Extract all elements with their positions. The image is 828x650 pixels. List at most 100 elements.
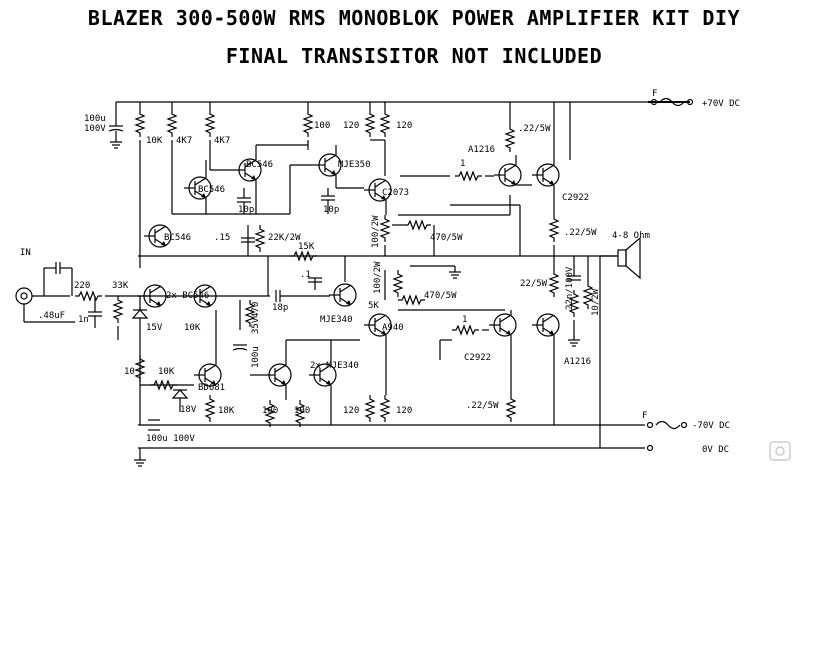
resistor-10k-1	[135, 102, 145, 268]
capacitor-10p-1	[237, 188, 251, 214]
label-r470-5w-2: 470/5W	[424, 291, 457, 301]
label-r10-2w: 10/2W	[591, 288, 601, 316]
label-c1n: 1n	[78, 315, 89, 325]
transistor-mje340-1	[328, 283, 357, 307]
zener-15v	[131, 296, 149, 340]
label-c100u-35v-a: 100u	[251, 346, 261, 368]
label-c22n100v: 22n/100V	[565, 266, 575, 310]
transistor-a1216-bottom	[531, 313, 560, 337]
speaker	[599, 236, 641, 448]
label-r220: 220	[74, 281, 90, 291]
label-r100-a: 100	[262, 406, 278, 416]
label-mje350: MJE350	[338, 160, 371, 170]
resistor-4k7-1	[167, 102, 177, 214]
watermark-logo	[769, 441, 791, 461]
input-resistors	[74, 291, 140, 340]
label-z15v: 15V	[146, 323, 163, 333]
transistor-mje350	[313, 153, 342, 177]
label-r33k: 33K	[112, 281, 129, 291]
transistor-mje340-2a	[263, 363, 292, 387]
label-r100-2w-2: 100/2W	[373, 261, 383, 294]
label-r4k7-1: 4K7	[176, 136, 192, 146]
label-c100u-top-a: 100u	[84, 114, 106, 124]
label-c2073: C2073	[382, 188, 409, 198]
rail-ground	[133, 255, 654, 467]
label-c2922-bot: C2922	[464, 353, 491, 363]
transistor-c2922-top	[531, 163, 560, 187]
label-c100u-top-b: 100V	[84, 124, 106, 134]
zobel-network	[567, 256, 593, 347]
resistor-120-pair-top	[365, 102, 390, 176]
label-a1216-bot: A1216	[564, 357, 591, 367]
label-load: 4-8 Ohm	[612, 231, 650, 241]
mid-wiring	[138, 224, 346, 302]
label-r1-bot: 1	[462, 315, 467, 325]
label-r18k: 18K	[218, 406, 235, 416]
label-r5k: 5K	[368, 301, 379, 311]
label-r100-2w-1: 100/2W	[371, 215, 381, 248]
resistor-4k7-2	[205, 102, 215, 170]
label-a940: A940	[382, 323, 404, 333]
label-mje340-2x: 2x MJE340	[310, 361, 359, 371]
label-r22-top: .22/5W	[518, 124, 551, 134]
label-r120-1: 120	[343, 121, 359, 131]
capacitor-10p-2	[321, 188, 335, 214]
label-fuse-bot: F	[642, 411, 647, 421]
label-c48u: .48uF	[38, 311, 65, 321]
label-c100u-35v-b: 35V	[251, 317, 261, 334]
label-r10k-2: 10K	[184, 323, 201, 333]
label-r470: 470	[251, 302, 261, 318]
label-a1216-top: A1216	[468, 145, 495, 155]
transistor-a1216-top	[493, 163, 522, 187]
rail-negative	[138, 420, 688, 430]
label-c10p-2: 10p	[323, 205, 339, 215]
driver-wiring	[172, 144, 387, 215]
title-line-1: BLAZER 300-500W RMS MONOBLOK POWER AMPLI…	[87, 6, 741, 30]
label-r22k2w: 22K/2W	[268, 233, 301, 243]
rail-positive	[116, 97, 694, 107]
label-bc546-3: BC546	[164, 233, 191, 243]
resistor-22-5w-out	[549, 256, 559, 298]
label-r120-3: 120	[343, 406, 359, 416]
current-mirror-section	[250, 339, 360, 428]
label-c1: .1	[300, 270, 311, 280]
label-in: IN	[20, 248, 31, 258]
resistor-100-top	[303, 102, 313, 150]
label-mje340-1: MJE340	[320, 315, 353, 325]
output-top-wiring	[398, 102, 559, 256]
capacitor-100u-top	[108, 102, 124, 149]
label-bc546-2x: 2x BC546	[166, 291, 209, 301]
label-c2922-top: C2922	[562, 193, 589, 203]
label-bd681: BD681	[198, 383, 225, 393]
label-c18p: 18p	[272, 303, 288, 313]
transistor-c2922-bottom	[488, 313, 517, 337]
output-bottom-wiring	[365, 269, 555, 425]
label-r1-top: 1	[460, 159, 465, 169]
label-z18v: 18V	[180, 405, 197, 415]
bias-section	[135, 299, 255, 431]
label-r10k-3: 10K	[158, 367, 175, 377]
label-r100-top: 100	[314, 121, 330, 131]
resistor-100-2w-1	[380, 214, 390, 256]
label-bc546-1: BC546	[246, 160, 273, 170]
label-zero-v: 0V DC	[702, 445, 729, 455]
label-fuse-top: F	[652, 89, 657, 99]
resistor-470-5w-1	[392, 220, 435, 256]
label-r120-2: 120	[396, 121, 412, 131]
label-bc546-2: BC546	[198, 185, 225, 195]
title-line-2: FINAL TRANSISITOR NOT INCLUDED	[225, 44, 603, 68]
input-connector	[15, 262, 75, 323]
label-c100u-bot: 100u 100V	[146, 434, 195, 444]
label-r100-b: 100	[294, 406, 310, 416]
label-c15: .15	[214, 233, 230, 243]
label-r15k: 15K	[298, 242, 315, 252]
label-r4k7-2: 4K7	[214, 136, 230, 146]
label-r10k-1: 10K	[146, 136, 163, 146]
label-plus70: +70V DC	[702, 99, 740, 109]
label-r10: 10	[124, 367, 135, 377]
label-r470-5w-1: 470/5W	[430, 233, 463, 243]
label-r22-mid: .22/5W	[564, 228, 597, 238]
label-r120-4: 120	[396, 406, 412, 416]
label-r22-bot: .22/5W	[466, 401, 499, 411]
